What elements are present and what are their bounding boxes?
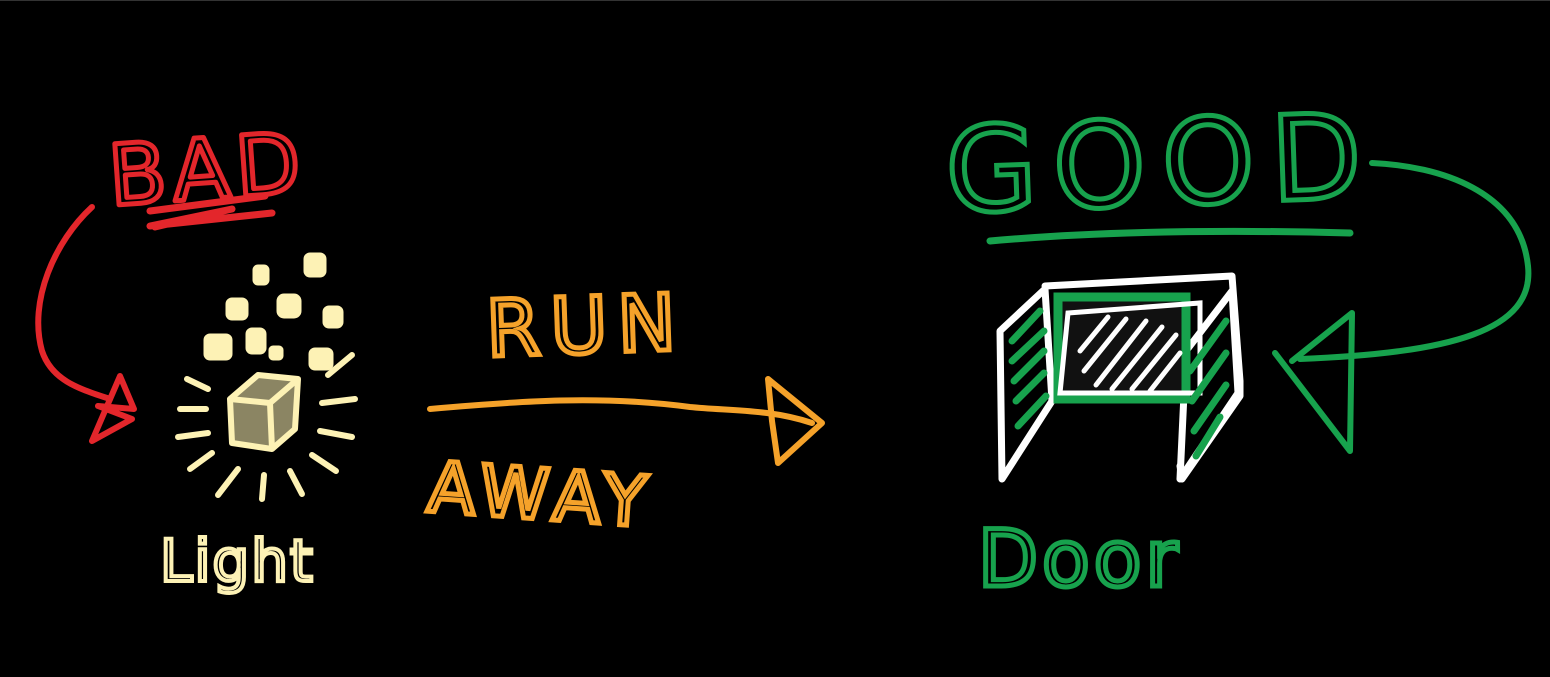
good-group: GOOD (941, 85, 1532, 454)
light-icon: Light (158, 252, 358, 597)
door-right-panel (1176, 287, 1242, 483)
bad-label: BAD (105, 114, 309, 226)
run-arrow-shaft (427, 397, 815, 426)
away-label: AWAY (425, 446, 657, 544)
door-icon: Door (976, 272, 1244, 608)
light-particles (203, 252, 344, 371)
door-hatching-white (1077, 314, 1183, 394)
door-label: Door (978, 515, 1182, 605)
bad-arrowhead (89, 373, 137, 444)
run-label: RUN (485, 278, 688, 375)
good-arrow (1297, 160, 1532, 362)
run-arrowhead (765, 376, 825, 466)
good-underline (986, 227, 1354, 245)
bad-group: BAD (35, 111, 312, 444)
good-label: GOOD (943, 87, 1380, 240)
light-label: Light (160, 527, 315, 595)
door-left-panel (996, 285, 1056, 483)
light-cube (227, 372, 301, 452)
run-away-group: RUN AWAY (423, 276, 825, 546)
good-arrowhead (1272, 310, 1355, 454)
bad-arrow (35, 204, 113, 402)
door-hatching-green (1008, 307, 1230, 460)
bad-underline (146, 192, 276, 231)
light-rays (175, 352, 358, 502)
